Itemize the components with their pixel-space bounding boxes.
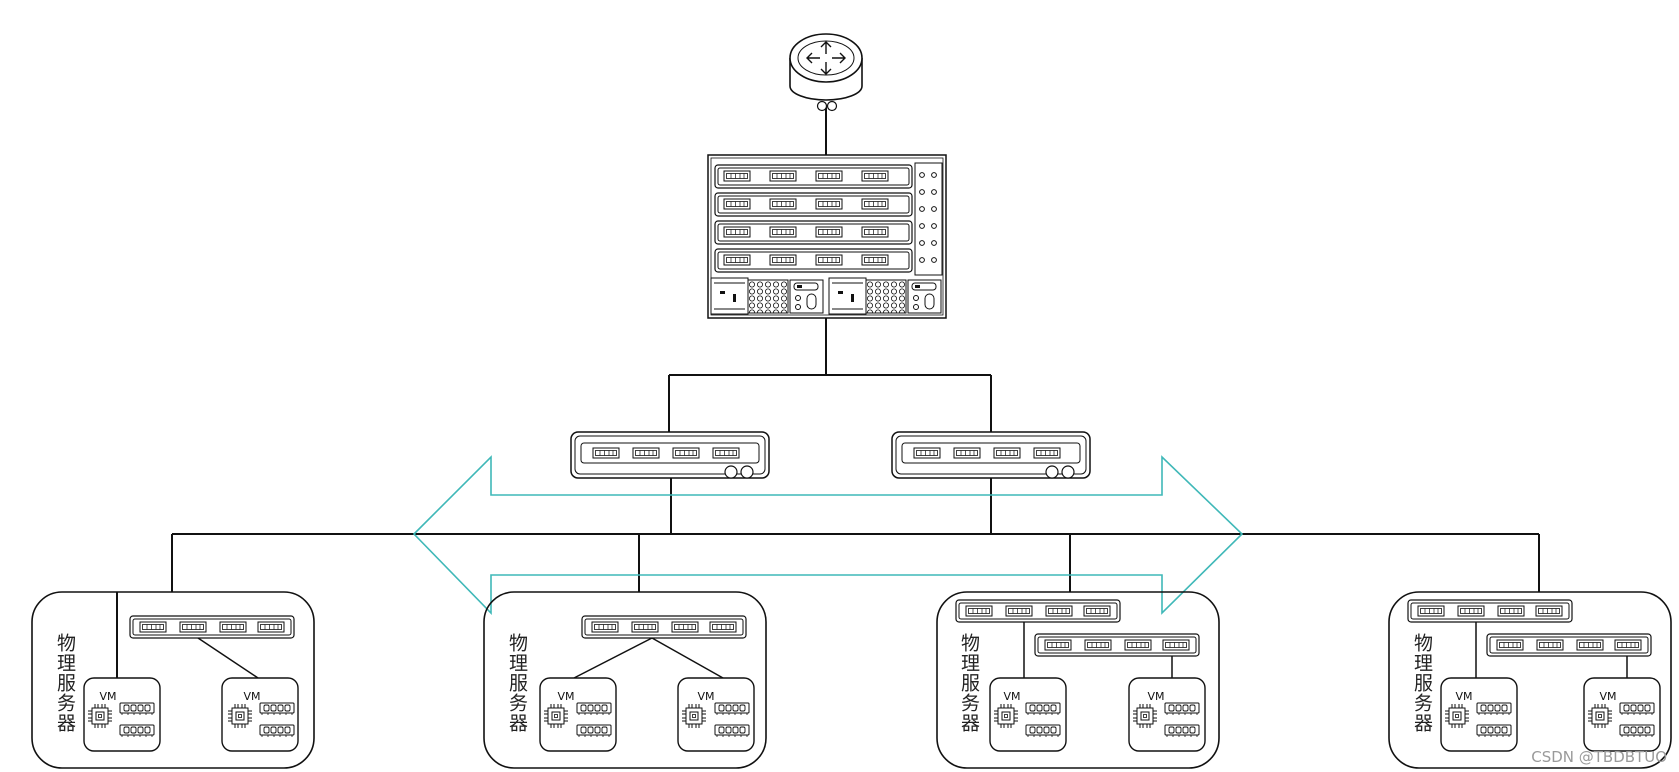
virtual-switch	[1487, 634, 1651, 656]
physical-server-label: 物理服务器	[506, 633, 528, 733]
ram-icon	[1476, 702, 1512, 716]
virtual-switch	[1408, 600, 1572, 622]
ram-icon	[1025, 702, 1061, 716]
ram-icon	[714, 702, 750, 716]
double-arrow	[412, 455, 1244, 615]
physical-server-1: VM VM	[31, 591, 315, 769]
line-card-4	[714, 248, 913, 273]
ram-icon	[714, 724, 750, 738]
line-card-1	[714, 164, 913, 189]
cpu-icon	[1132, 703, 1158, 729]
physical-server-3: VM VM	[936, 591, 1220, 769]
vm-box: VM	[539, 677, 617, 752]
power-supply-2	[828, 277, 942, 315]
router-icon	[789, 33, 863, 112]
cpu-icon	[227, 703, 253, 729]
aggregation-switch-left	[570, 431, 770, 479]
virtual-switch	[130, 616, 294, 638]
ram-icon	[119, 724, 155, 738]
line-card-3	[714, 220, 913, 245]
cpu-icon	[1587, 703, 1613, 729]
vm-label: VM	[1455, 690, 1472, 703]
vm-box: VM	[221, 677, 299, 752]
cpu-icon	[87, 703, 113, 729]
ram-icon	[1164, 724, 1200, 738]
ram-icon	[1619, 724, 1655, 738]
physical-server-label: 物理服务器	[958, 633, 980, 733]
aggregation-switch-right	[891, 431, 1091, 479]
cpu-icon	[1444, 703, 1470, 729]
ram-icon	[1476, 724, 1512, 738]
vm-box: VM	[677, 677, 755, 752]
ram-icon	[576, 724, 612, 738]
vm-box: VM	[989, 677, 1067, 752]
virtual-switch	[1035, 634, 1199, 656]
power-supply-1	[710, 277, 824, 315]
ram-icon	[1025, 724, 1061, 738]
ram-icon	[576, 702, 612, 716]
vm-label: VM	[557, 690, 574, 703]
cpu-icon	[993, 703, 1019, 729]
line-card-2	[714, 192, 913, 217]
status-led-panel	[914, 162, 943, 276]
physical-server-label: 物理服务器	[1411, 633, 1433, 733]
vm-box: VM	[83, 677, 161, 752]
ram-icon	[1164, 702, 1200, 716]
ram-icon	[1619, 702, 1655, 716]
vm-box: VM	[1440, 677, 1518, 752]
virtual-switch	[956, 600, 1120, 622]
vm-label: VM	[1599, 690, 1616, 703]
cpu-icon	[681, 703, 707, 729]
core-switch-chassis	[707, 154, 947, 319]
vm-label: VM	[243, 690, 260, 703]
virtual-switch	[582, 616, 746, 638]
vm-label: VM	[1003, 690, 1020, 703]
cpu-icon	[543, 703, 569, 729]
vm-box: VM	[1128, 677, 1206, 752]
vm-box: VM	[1583, 677, 1661, 752]
vm-label: VM	[99, 690, 116, 703]
physical-server-4: VM VM	[1388, 591, 1672, 769]
watermark: CSDN @TBDBTUO	[1531, 748, 1667, 766]
physical-server-2: VM VM	[483, 591, 767, 769]
ram-icon	[119, 702, 155, 716]
physical-server-label: 物理服务器	[54, 633, 76, 733]
vm-label: VM	[697, 690, 714, 703]
vm-label: VM	[1147, 690, 1164, 703]
connection-lines	[171, 107, 1540, 592]
ram-icon	[259, 724, 295, 738]
ram-icon	[259, 702, 295, 716]
